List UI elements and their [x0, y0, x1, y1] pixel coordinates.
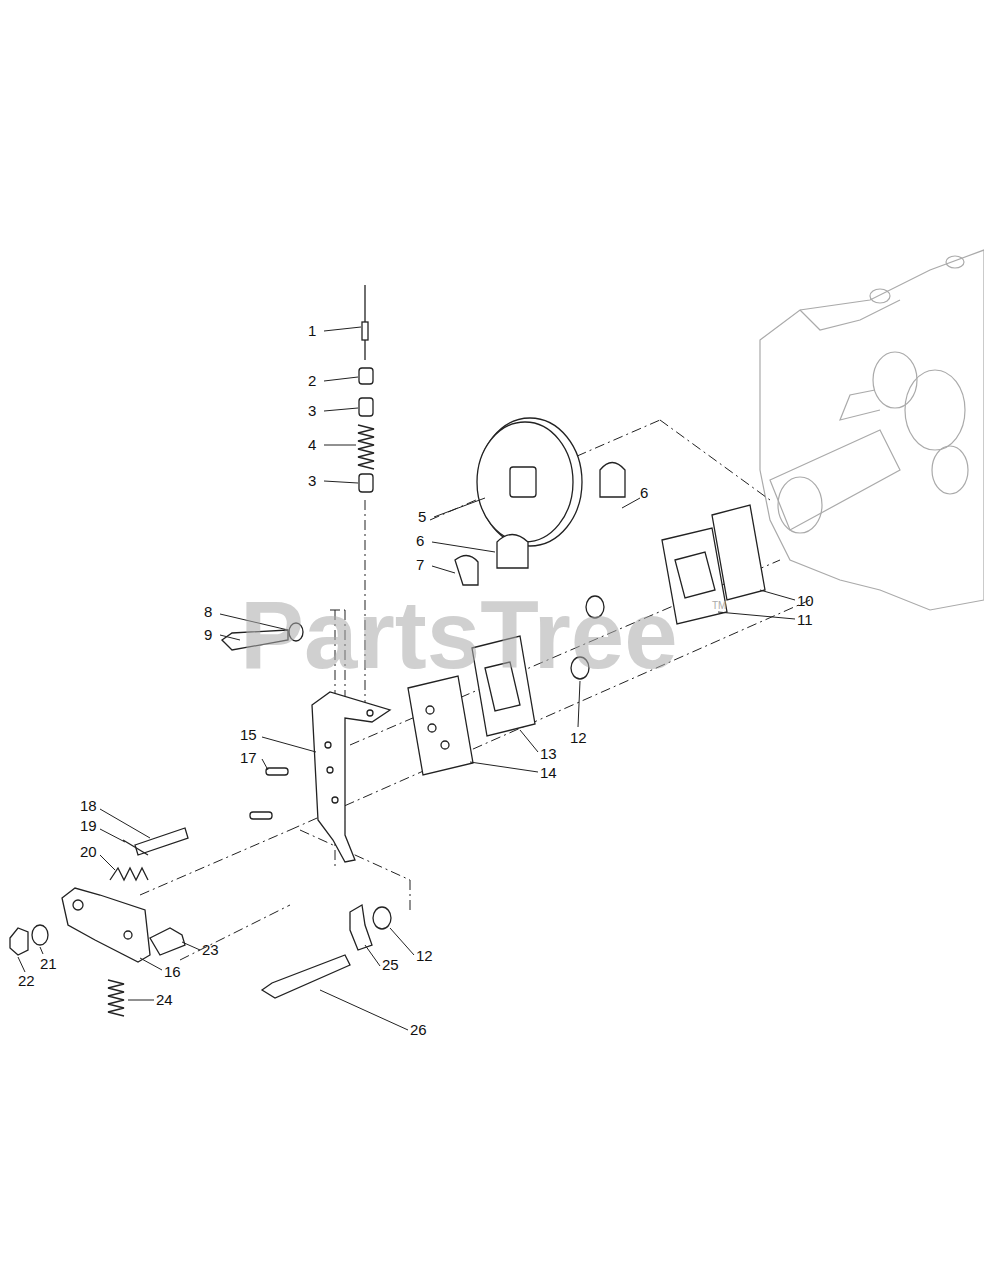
- callout-number: 25: [382, 956, 399, 974]
- callout-number: 23: [202, 941, 219, 959]
- callout-number: 10: [797, 592, 814, 610]
- callout-number: 3: [308, 402, 316, 420]
- callout-number: 6: [640, 484, 648, 502]
- callout-number: 14: [540, 764, 557, 782]
- callout-number: 17: [240, 749, 257, 767]
- callout-number: 9: [204, 626, 212, 644]
- callout-number: 19: [80, 817, 97, 835]
- callout-number: 22: [18, 972, 35, 990]
- callout-number: 4: [308, 436, 316, 454]
- callout-number: 1: [308, 322, 316, 340]
- callout-number: 16: [164, 963, 181, 981]
- callout-number: 3: [308, 472, 316, 490]
- callout-number: 13: [540, 745, 557, 763]
- callout-number: 26: [410, 1021, 427, 1039]
- watermark: PartsTree: [240, 585, 678, 685]
- callout-number: 8: [204, 603, 212, 621]
- callout-number: 24: [156, 991, 173, 1009]
- trademark-mark: TM: [712, 600, 726, 612]
- callout-number: 7: [416, 556, 424, 574]
- callout-number: 5: [418, 508, 426, 526]
- callout-number: 12: [570, 729, 587, 747]
- callout-number: 6: [416, 532, 424, 550]
- callout-number: 18: [80, 797, 97, 815]
- callout-number: 12: [416, 947, 433, 965]
- callout-number: 15: [240, 726, 257, 744]
- callout-number: 11: [797, 611, 813, 629]
- callout-number: 20: [80, 843, 97, 861]
- callout-number: 2: [308, 372, 316, 390]
- callout-number: 21: [40, 955, 57, 973]
